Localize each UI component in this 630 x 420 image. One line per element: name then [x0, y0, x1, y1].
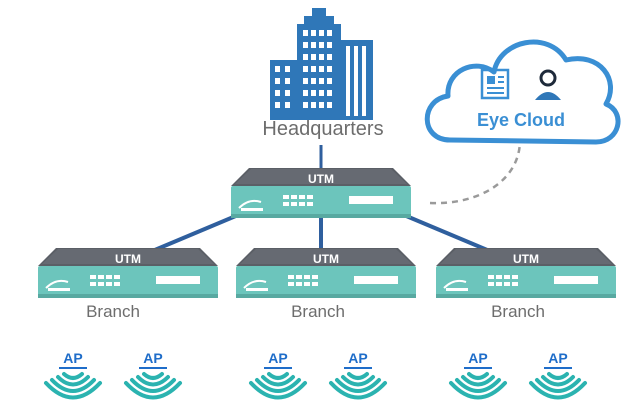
dashed-cloud-link [429, 139, 522, 205]
branch-1-label: Branch [86, 302, 140, 321]
wifi-icon [124, 366, 182, 400]
hq-utm-label: UTM [308, 172, 334, 186]
wifi-icon [249, 366, 307, 400]
wifi-icon [329, 366, 387, 400]
building-icon [270, 8, 373, 120]
branch-2-utm-label: UTM [313, 252, 339, 266]
newspaper-icon [480, 68, 510, 100]
cloud-icon [424, 39, 621, 145]
ap-label: AP [548, 350, 568, 366]
wifi-icon [449, 366, 507, 400]
branch-3-utm-label: UTM [513, 252, 539, 266]
user-icon [535, 69, 561, 100]
ap-label: AP [468, 350, 488, 366]
headquarters-label: Headquarters [262, 118, 384, 140]
branch-2-label: Branch [291, 302, 345, 321]
ap-label: AP [268, 350, 288, 366]
ap-label: AP [63, 350, 83, 366]
wifi-icon [44, 366, 102, 400]
branch-1-utm-label: UTM [115, 252, 141, 266]
branch-3-label: Branch [491, 302, 545, 321]
wifi-icon [529, 366, 587, 400]
ap-label: AP [348, 350, 368, 366]
cloud-label: Eye Cloud [476, 110, 565, 130]
ap-label: AP [143, 350, 163, 366]
